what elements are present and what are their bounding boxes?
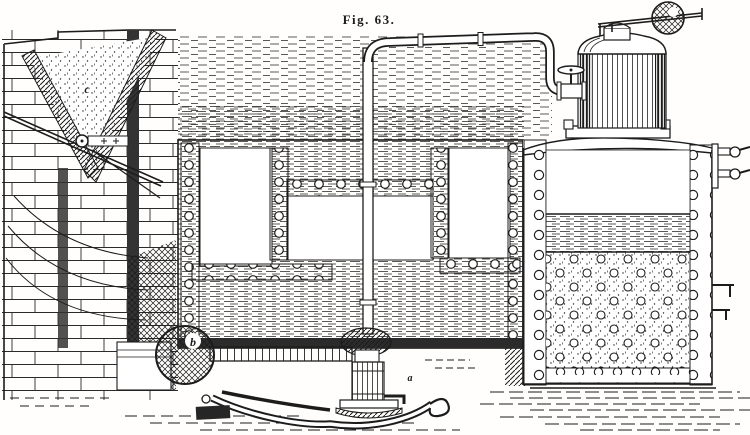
cock-lever-2	[738, 169, 750, 174]
shell-plate-b	[286, 195, 434, 261]
feed-pump	[335, 327, 406, 419]
cock-handle-1	[729, 146, 741, 158]
barrel-bands	[352, 370, 384, 395]
lever-safety-valve	[597, 1, 703, 41]
damper-pivot-pin	[80, 139, 84, 143]
valve-body	[560, 83, 583, 99]
ball-highlight	[668, 7, 678, 17]
dome-shading	[578, 52, 666, 128]
vboiler-base	[523, 383, 716, 389]
pump-branch-pipe	[384, 394, 406, 404]
dome-shadow-right	[655, 52, 666, 128]
wall-hatch-dense	[178, 106, 524, 140]
flue-damper: c	[3, 29, 167, 199]
stand-pipe	[362, 47, 374, 335]
side-brackets	[712, 284, 734, 320]
wall-top-edge	[3, 29, 176, 400]
damper-strut	[91, 149, 161, 199]
pump-handle-lever-inner	[211, 396, 434, 428]
pump-base-label: a	[408, 373, 413, 384]
damper-link-bar	[87, 135, 129, 147]
dome-top-shading	[583, 37, 605, 53]
horizontal-riveted-boiler	[177, 139, 527, 386]
pipe-collar-1	[359, 181, 377, 188]
vboiler-hatch-band	[546, 214, 690, 252]
ground-mid-dashes	[425, 359, 478, 369]
vboiler-white-band	[545, 149, 691, 215]
ground-right	[480, 391, 750, 431]
gauge-cock-1	[717, 147, 731, 156]
link-cross-pins	[101, 138, 119, 144]
feed-lever-rod	[209, 346, 353, 362]
steam-pipe-inner	[365, 33, 578, 94]
pump-base-flange	[339, 399, 399, 409]
feed-apparatus: b a	[155, 325, 450, 430]
lever-anchor-block	[195, 405, 231, 420]
shell-plate-a	[199, 147, 273, 267]
pump-barrel	[351, 361, 385, 403]
gauge-column	[711, 143, 719, 189]
pipe-joint-1	[417, 33, 424, 48]
ground-left	[10, 397, 110, 407]
pipe-joint-2	[477, 32, 484, 46]
pipe-collar-2	[359, 299, 377, 306]
vrivet-column-right	[689, 144, 713, 386]
vboiler-stay-rivets	[546, 252, 690, 368]
pump-neck	[354, 349, 380, 363]
valve-seat	[603, 27, 631, 41]
damper-label: c	[84, 82, 90, 96]
lever-fork-bolt	[201, 394, 211, 404]
rivet-row-under-c	[439, 257, 521, 274]
stop-valve	[556, 65, 587, 101]
shell-plate-c	[447, 147, 511, 259]
gauge-cocks	[711, 143, 750, 320]
rivet-column-left	[180, 142, 200, 348]
vrivet-column-left	[523, 139, 547, 386]
vboiler-bottom-rivets	[545, 367, 691, 384]
flange-bolt-left	[563, 119, 574, 130]
arch-courses	[5, 195, 149, 321]
safety-valve-ball	[651, 1, 685, 35]
piping	[359, 32, 587, 335]
figure-caption: Fig. 63.	[343, 12, 396, 27]
cock-lever-1	[738, 146, 750, 151]
rivet-column-ab	[269, 147, 289, 261]
vertical-riveted-boiler	[522, 137, 750, 389]
ball-label-patch	[185, 333, 201, 349]
rivet-row-under-a	[191, 263, 333, 281]
damper-opening-texture	[30, 36, 158, 176]
gauge-cock-2	[717, 169, 731, 178]
pump-skirt	[335, 407, 403, 419]
ball-label: b	[190, 335, 196, 349]
cock-handle-2	[729, 168, 741, 180]
feed-weight-ball	[155, 325, 215, 385]
scroll-foot	[428, 397, 450, 418]
rivet-row-mid	[286, 179, 434, 197]
gap-shadow	[505, 348, 525, 386]
arch-shadow-band	[58, 168, 68, 348]
handwheel-hub	[569, 68, 573, 72]
rivet-column-bc	[430, 147, 450, 259]
steam-dome	[563, 1, 703, 139]
lever-fork-limb	[221, 390, 331, 412]
